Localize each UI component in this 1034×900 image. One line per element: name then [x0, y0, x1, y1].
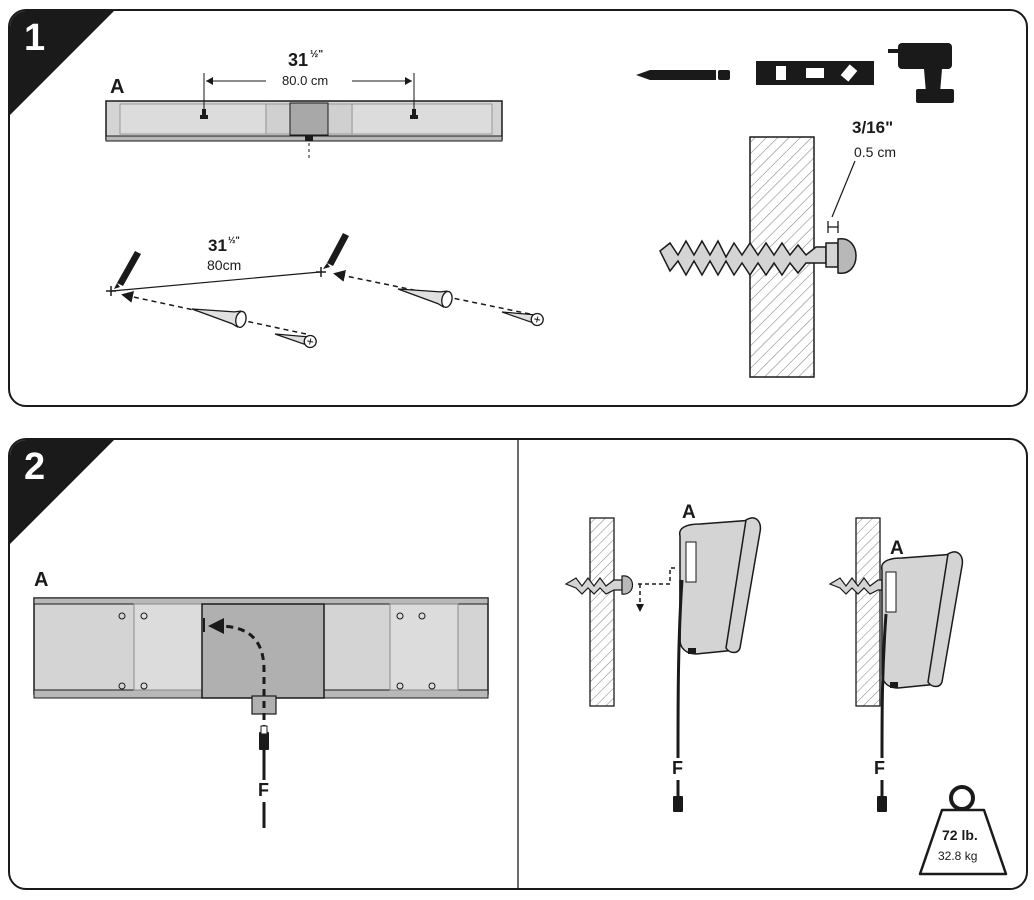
- step-badge: [10, 440, 114, 544]
- step-badge: [10, 11, 114, 115]
- ethernet-cable: [877, 613, 888, 812]
- weight-imperial: 72 lb.: [942, 827, 978, 843]
- weight-icon: [918, 785, 1008, 876]
- wall-anchor-icon: [191, 308, 247, 328]
- step-number: 1: [24, 17, 46, 59]
- side-part-label-a: A: [890, 538, 904, 559]
- step-number: 2: [24, 446, 46, 488]
- ethernet-cable: [673, 579, 684, 812]
- soundbar-top-view: [105, 73, 503, 161]
- floor-width-fraction: ½": [228, 235, 240, 245]
- pencil-icon: [323, 233, 349, 269]
- side-part-label-a: A: [682, 502, 696, 523]
- pencil-icon: [114, 251, 141, 289]
- side-cable-label-f: F: [672, 758, 683, 778]
- soundbar-back-view: [33, 597, 489, 732]
- part-label-a: A: [110, 76, 124, 98]
- anchor-in-wall: [659, 160, 857, 277]
- clearance-imperial: 3/16": [852, 118, 893, 137]
- width-label-fraction: ½": [310, 49, 323, 60]
- step-1-illustration: A 31 ½" 80.0 cm: [10, 11, 954, 378]
- step-2-panel: A F A F: [8, 438, 1028, 890]
- step-1-panel: A 31 ½" 80.0 cm: [8, 9, 1028, 407]
- width-label-metric: 80.0 cm: [282, 73, 328, 88]
- marking-diagram: [106, 233, 544, 349]
- wall-anchor-icon: [397, 288, 453, 308]
- drill-icon: [888, 43, 954, 103]
- pencil-icon: [636, 70, 730, 80]
- clearance-metric: 0.5 cm: [854, 144, 896, 160]
- cable-label-f: F: [258, 780, 269, 800]
- side-cable-label-f: F: [874, 758, 885, 778]
- level-icon: [756, 61, 874, 85]
- wall-cross-section: [589, 517, 615, 707]
- part-label-a: A: [34, 569, 48, 591]
- ethernet-cable: [259, 725, 269, 828]
- anchor-in-wall: [564, 567, 676, 612]
- soundbar-side-view: [880, 551, 964, 689]
- floor-width-metric: 80cm: [207, 257, 241, 273]
- screw-icon: [501, 311, 544, 327]
- soundbar-side-view: [678, 517, 762, 655]
- step-2-illustration: A F A F: [10, 440, 1008, 888]
- width-label-whole: 31: [288, 50, 308, 70]
- weight-metric: 32.8 kg: [938, 849, 977, 863]
- screw-icon: [274, 333, 317, 349]
- floor-width-whole: 31: [208, 236, 227, 255]
- wall-cross-section: [855, 517, 881, 707]
